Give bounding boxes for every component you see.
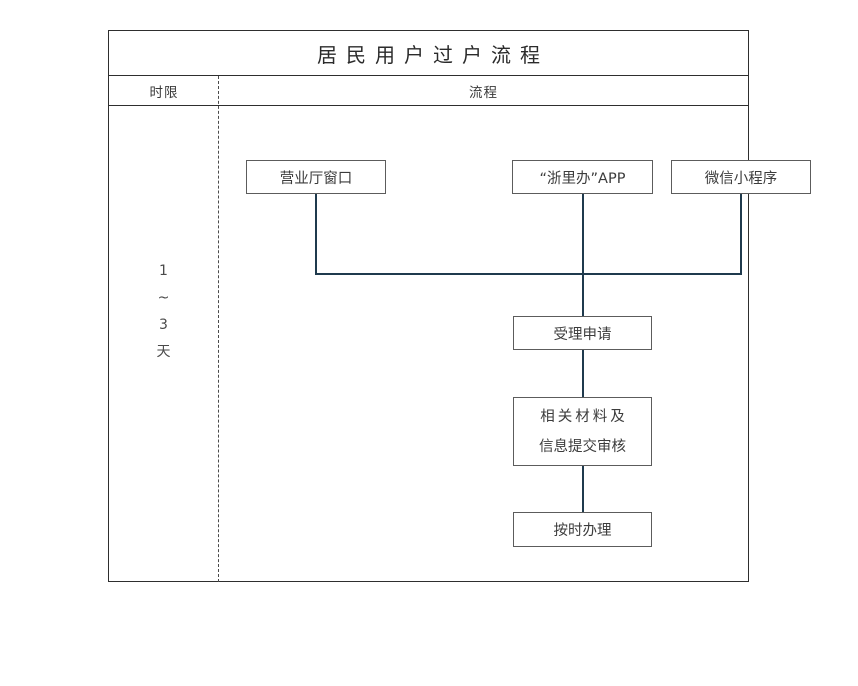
table-title-row: 居民用户过户流程 (109, 31, 748, 76)
flow-node-zhelipan-app[interactable]: “浙里办”APP (512, 160, 653, 194)
connector-to-handle (582, 465, 584, 513)
flow-node-accept-application-label: 受理申请 (553, 326, 612, 343)
flow-node-wechat-miniprogram[interactable]: 微信小程序 (671, 160, 811, 194)
connector-wechat-stub (740, 194, 742, 274)
column-header-flow: 流程 (469, 84, 498, 101)
flow-node-business-hall-label: 营业厅窗口 (279, 170, 353, 187)
flow-chart-table: 居民用户过户流程 时限 流程 1 ~ 3 天 (108, 30, 811, 582)
column-divider-dashed (218, 76, 219, 582)
time-limit-cell: 1 ~ 3 天 (109, 106, 218, 581)
flow-diagram-area: 营业厅窗口 “浙里办”APP 微信小程序 受理申请 相关材料及 信息提交审核 按… (218, 106, 811, 581)
table-body-row: 1 ~ 3 天 营业厅窗口 “浙里办”APP 微信小程序 (109, 106, 811, 581)
time-limit-range-mark: ~ (157, 290, 170, 306)
column-header-time-limit: 时限 (149, 84, 179, 101)
flow-node-process-on-time-label: 按时办理 (553, 523, 612, 539)
time-limit-start: 1 (159, 263, 168, 279)
connector-hall-stub (315, 194, 317, 274)
flow-node-accept-application[interactable]: 受理申请 (513, 316, 652, 350)
time-limit-stack: 1 ~ 3 天 (109, 258, 218, 366)
page-title: 居民用户过户流程 (317, 42, 549, 67)
flow-node-zhelipan-app-label: “浙里办”APP (539, 170, 626, 187)
flow-node-submit-materials-label-line2: 信息提交审核 (539, 438, 626, 455)
flow-node-process-on-time[interactable]: 按时办理 (513, 512, 652, 547)
connector-merge-bar (315, 273, 742, 275)
flow-node-business-hall[interactable]: 营业厅窗口 (246, 160, 386, 194)
time-limit-end: 3 (159, 317, 168, 333)
table-header-row: 时限 流程 (109, 76, 748, 106)
connector-to-submit (582, 349, 584, 398)
flow-node-submit-materials-label-line1: 相关材料及 (540, 408, 628, 425)
connector-to-accept (582, 273, 584, 317)
flow-node-submit-materials[interactable]: 相关材料及 信息提交审核 (513, 397, 652, 466)
flow-node-wechat-miniprogram-label: 微信小程序 (704, 170, 778, 187)
time-limit-unit: 天 (156, 344, 171, 360)
connector-app-stub (582, 194, 584, 274)
